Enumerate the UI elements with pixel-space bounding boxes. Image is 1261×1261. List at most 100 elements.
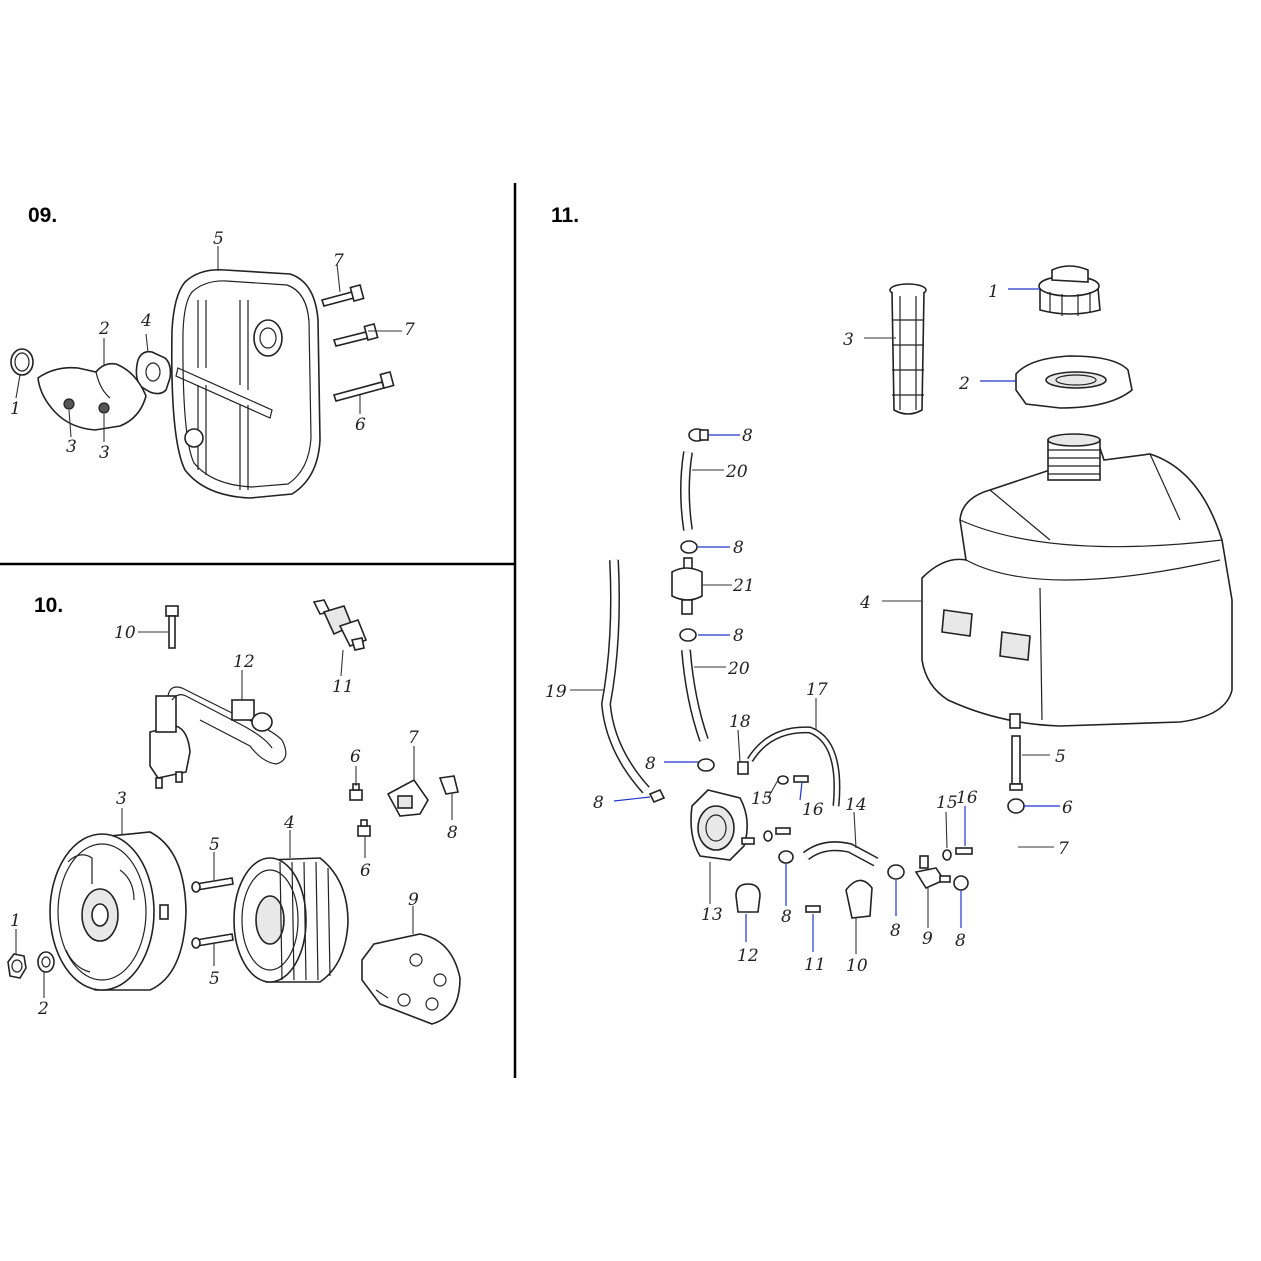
return-hose [747, 726, 841, 807]
label-10-2: 2 [37, 999, 49, 1019]
clamp-mid-1 [680, 540, 698, 554]
washer [37, 951, 55, 973]
label-11-4: 4 [859, 593, 871, 613]
seal-ring [10, 348, 34, 376]
fuel-pump [690, 789, 755, 861]
fuel-strainer [889, 283, 927, 415]
label-10-5a: 5 [209, 835, 220, 855]
pressure-valve [735, 883, 761, 913]
section-11-title: 11. [551, 204, 579, 227]
clamp-9b [953, 875, 969, 891]
label-11-10: 10 [846, 956, 868, 976]
label-11-8f: 8 [781, 907, 792, 927]
label-10-11: 11 [332, 677, 354, 697]
label-10-12: 12 [233, 652, 255, 672]
label-09-2: 2 [98, 319, 110, 339]
spark-plug [312, 599, 368, 651]
label-10-6b: 6 [360, 861, 371, 881]
hose-clamp-tank [1007, 798, 1025, 814]
small-screw [805, 905, 821, 913]
label-11-8b: 8 [733, 538, 744, 558]
label-11-20b: 20 [727, 659, 750, 679]
label-11-21: 21 [732, 576, 755, 596]
clip [438, 775, 459, 795]
stator-bolt-upper [191, 877, 234, 893]
label-11-8d: 8 [645, 754, 656, 774]
clamp-19 [648, 788, 666, 804]
bolt-long [332, 370, 395, 402]
filler-neck-ring [1015, 355, 1133, 409]
label-11-16a: 16 [802, 800, 824, 820]
label-09-3a: 3 [66, 437, 77, 457]
fuel-cock-lever [845, 879, 873, 919]
label-11-8e: 8 [593, 793, 604, 813]
label-11-16b: 16 [956, 788, 978, 808]
label-09-3b: 3 [99, 443, 110, 463]
vent-hose [600, 559, 650, 794]
section-10-title: 10. [34, 594, 63, 617]
label-10-8: 8 [447, 823, 458, 843]
screw-16a [793, 775, 809, 783]
label-11-7: 7 [1058, 839, 1069, 859]
bolt-6-upper [349, 783, 363, 801]
clamp-mid-2 [679, 628, 697, 642]
stator [233, 857, 349, 983]
label-11-2: 2 [958, 374, 970, 394]
label-09-4: 4 [140, 311, 152, 331]
heat-shield-bracket [37, 362, 147, 431]
flywheel [49, 831, 187, 991]
label-11-19: 19 [545, 682, 567, 702]
label-11-13: 13 [701, 905, 723, 925]
bolt-6-lower [357, 819, 371, 837]
section-10: 10. [7, 594, 461, 1025]
clamp-9a [887, 864, 905, 880]
base-plate [361, 933, 461, 1025]
label-10-6a: 6 [350, 747, 361, 767]
clamp-pump [778, 850, 794, 864]
label-11-8g: 8 [890, 921, 901, 941]
section-09-title: 09. [28, 204, 57, 227]
label-11-18: 18 [729, 712, 751, 732]
label-10-10: 10 [114, 623, 136, 643]
label-11-14: 14 [845, 795, 867, 815]
label-09-5: 5 [213, 229, 224, 249]
tank-bolt [1009, 735, 1023, 791]
bolt-middle [332, 322, 379, 347]
clamp-20-lower [697, 758, 715, 772]
bolt-upper [320, 283, 365, 307]
fuel-hose-lower [681, 649, 709, 742]
label-11-8h: 8 [955, 931, 966, 951]
label-09-1: 1 [10, 399, 21, 419]
label-11-8a: 8 [742, 426, 753, 446]
flywheel-nut [7, 953, 27, 979]
label-10-5b: 5 [209, 969, 220, 989]
fuel-tank [921, 433, 1233, 729]
label-09-7a: 7 [333, 251, 344, 271]
label-11-6: 6 [1062, 798, 1073, 818]
hose-fitting [737, 761, 749, 775]
label-11-12: 12 [737, 946, 759, 966]
label-10-9: 9 [408, 890, 419, 910]
stator-bolt-lower [191, 933, 234, 949]
label-10-4: 4 [283, 813, 295, 833]
fuel-cap [1038, 265, 1101, 316]
label-10-7: 7 [408, 728, 419, 748]
label-11-8c: 8 [733, 626, 744, 646]
screw-16b [775, 827, 791, 835]
label-11-1: 1 [988, 282, 999, 302]
label-10-3: 3 [116, 789, 127, 809]
label-09-7b: 7 [404, 320, 415, 340]
pulser-coil [386, 778, 429, 817]
screw-16c [955, 847, 973, 855]
label-10-1: 1 [10, 911, 21, 931]
washer-15c [942, 849, 952, 861]
label-11-20a: 20 [725, 462, 748, 482]
clamp-top [688, 428, 709, 442]
label-11-9: 9 [922, 929, 933, 949]
section-09: 09. [10, 204, 415, 499]
label-11-17: 17 [806, 680, 828, 700]
short-fuel-hose [802, 841, 879, 867]
label-11-15b: 15 [936, 793, 958, 813]
tank-outlet-hose [981, 819, 1021, 899]
